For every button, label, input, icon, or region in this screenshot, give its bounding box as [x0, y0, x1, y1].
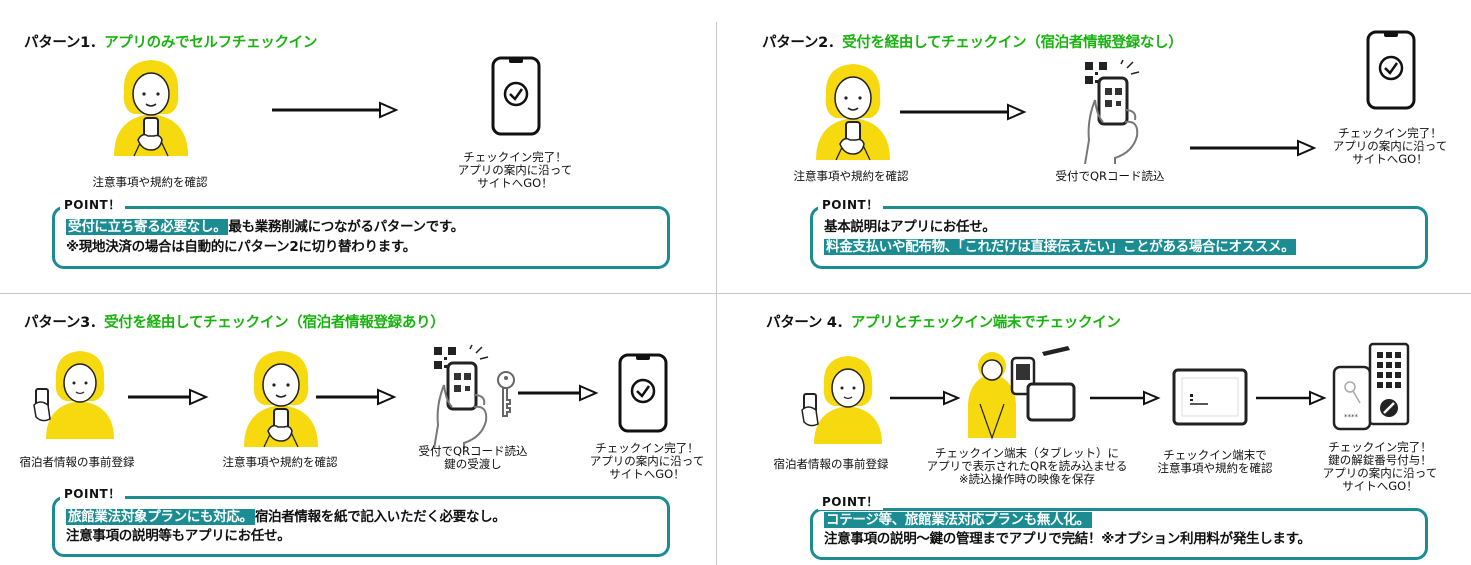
- arrow-icon: [516, 384, 598, 402]
- door-lock-keypad-icon: [1368, 342, 1410, 426]
- pattern1-point-label: POINT！: [60, 196, 125, 213]
- pattern2-point-line2: 料金支払いや配布物、「これだけは直接伝えたい」ことがある場合にオススメ。: [824, 238, 1297, 256]
- pattern4-point-line1: コテージ等、旅館業法対応プランも無人化。: [824, 511, 1092, 529]
- check-phone-icon: [1366, 30, 1416, 110]
- pattern4-title: パターン 4．アプリとチェックイン端末でチェックイン: [766, 311, 1121, 332]
- woman-phone-side-icon: [33, 350, 115, 440]
- pattern4-number: パターン 4．: [766, 315, 851, 331]
- pattern2-point-label: POINT！: [818, 196, 883, 213]
- pattern2-title: パターン2．受付を経由してチェックイン（宿泊者情報登録なし）: [762, 31, 1183, 52]
- woman-phone-icon: [815, 63, 891, 161]
- pattern3-title: パターン3．受付を経由してチェックイン（宿泊者情報登録あり）: [24, 311, 445, 332]
- pattern2-step1-caption: 注意事項や規約を確認: [793, 169, 909, 183]
- phone-pin-text: ****: [1344, 413, 1359, 421]
- qr-scan-hand-icon: [1083, 58, 1141, 166]
- arrow-icon: [888, 390, 960, 406]
- pattern1-step2-caption: チェックイン完了！ アプリの案内に沿って サイトへGO！: [457, 150, 573, 190]
- pattern2-step2-caption: 受付でQRコード読込: [1055, 169, 1165, 183]
- pattern1-number: パターン1．: [24, 35, 105, 51]
- woman-phone-icon: [113, 59, 189, 157]
- pattern1-highlight: 受付に立ち寄る必要なし。: [66, 219, 229, 235]
- pattern2-step3-caption: チェックイン完了！ アプリの案内に沿って サイトへGO！: [1332, 126, 1448, 166]
- arrow-icon: [1254, 390, 1326, 406]
- pattern4-title-text: アプリとチェックイン端末でチェックイン: [850, 315, 1121, 331]
- pattern3-point-box: [52, 496, 670, 557]
- arrow-icon: [898, 103, 1026, 121]
- woman-phone-icon: [243, 350, 319, 448]
- pattern1-point-line1: 受付に立ち寄る必要なし。最も業務削減につながるパターンです。: [66, 218, 464, 236]
- qr-scan-hand-icon: [432, 343, 490, 451]
- pattern2-point-line1: 基本説明はアプリにお任せ。: [824, 219, 996, 235]
- pattern2-highlight: 料金支払いや配布物、「これだけは直接伝えたい」ことがある場合にオススメ。: [824, 239, 1297, 255]
- pattern4-point-line2: 注意事項の説明〜鍵の管理までアプリで完結！※オプション利用料が発生します。: [824, 531, 1311, 547]
- pattern4-step4-caption: チェックイン完了！ 鍵の解錠番号付与！ アプリの案内に沿って サイトへGO！: [1322, 440, 1438, 493]
- pattern3-point-label: POINT！: [60, 485, 125, 502]
- check-phone-icon: [491, 56, 541, 136]
- arrow-icon: [126, 388, 208, 406]
- pattern1-point-box: [52, 206, 670, 269]
- pattern3-title-text: 受付を経由してチェックイン（宿泊者情報登録あり）: [104, 315, 445, 331]
- arrow-icon: [270, 101, 398, 119]
- phone-key-icon: ****: [1332, 365, 1372, 431]
- pattern1-point-line2: ※現地決済の場合は自動的にパターン2に切り替わります。: [66, 239, 416, 255]
- pattern3-point-line1: 旅館業法対象プランにも対応。宿泊者情報を紙で記入いただく必要なし。: [66, 508, 506, 526]
- horizontal-divider: [0, 293, 1471, 294]
- pattern3-step3-caption: 受付でQRコード読込 鍵の受渡し: [418, 444, 528, 471]
- pattern2-number: パターン2．: [762, 35, 843, 51]
- pattern2-title-text: 受付を経由してチェックイン（宿泊者情報登録なし）: [842, 35, 1183, 51]
- pattern1-step1-caption: 注意事項や規約を確認: [92, 175, 208, 189]
- arrow-icon: [1188, 139, 1316, 157]
- pattern3-line1-rest: 宿泊者情報を紙で記入いただく必要なし。: [254, 509, 506, 525]
- pattern3-step4-caption: チェックイン完了！ アプリの案内に沿って サイトへGO！: [589, 441, 705, 481]
- arrow-icon: [1088, 390, 1160, 406]
- pattern4-highlight: コテージ等、旅館業法対応プランも無人化。: [824, 512, 1092, 528]
- pattern4-step3-caption: チェックイン端末で 注意事項や規約を確認: [1157, 448, 1273, 475]
- pattern1-title: パターン1．アプリのみでセルフチェックイン: [24, 31, 317, 52]
- tablet-icon: [1172, 368, 1248, 426]
- pattern4-step2-caption: チェックイン端末（タブレット）に アプリで表示されたQRを読み込ませる ※読込操…: [926, 446, 1128, 486]
- woman-tablet-icon: [968, 346, 1076, 440]
- pattern1-line1-rest: 最も業務削減につながるパターンです。: [228, 219, 464, 235]
- pattern3-number: パターン3．: [24, 315, 105, 331]
- pattern1-title-text: アプリのみでセルフチェックイン: [104, 35, 318, 51]
- arrow-icon: [314, 388, 396, 406]
- key-icon: [497, 371, 515, 417]
- pattern4-step1-caption: 宿泊者情報の事前登録: [773, 457, 889, 471]
- pattern3-step1-caption: 宿泊者情報の事前登録: [19, 455, 135, 469]
- woman-phone-side-icon: [801, 355, 883, 445]
- pattern3-point-line2: 注意事項の説明等もアプリにお任せ。: [66, 528, 291, 544]
- check-phone-icon: [618, 353, 668, 433]
- pattern3-step2-caption: 注意事項や規約を確認: [222, 455, 338, 469]
- pattern2-point-box: [810, 206, 1428, 269]
- pattern3-highlight: 旅館業法対象プランにも対応。: [66, 509, 255, 525]
- pattern4-point-label: POINT！: [818, 493, 883, 510]
